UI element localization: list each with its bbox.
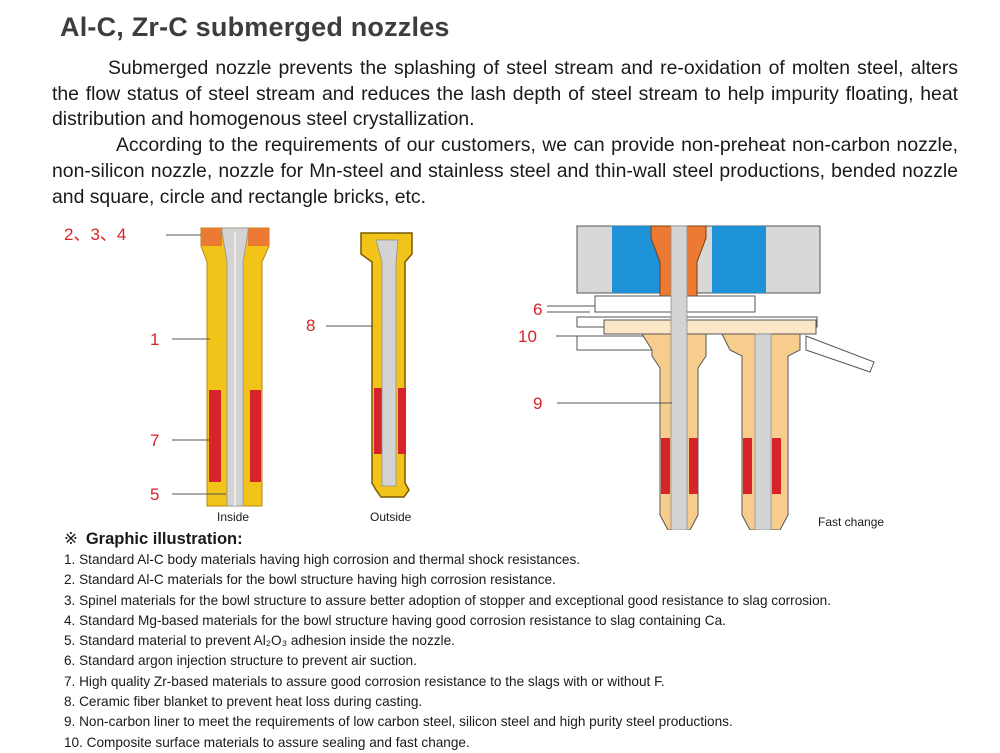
- legend-item: 2. Standard Al-C materials for the bowl …: [64, 572, 556, 588]
- label-5: 5: [150, 485, 159, 504]
- fast-change-assembly: [547, 225, 875, 530]
- legend-heading-text: Graphic illustration:: [85, 530, 243, 548]
- legend-item: 7. High quality Zr-based materials to as…: [64, 673, 665, 689]
- legend-item: 8. Ceramic fiber blanket to prevent heat…: [64, 694, 423, 710]
- legend-item: 9. Non-carbon liner to meet the requirem…: [64, 714, 733, 730]
- legend-item: 4. Standard Mg-based materials for the b…: [64, 612, 726, 628]
- nozzle-diagram: 2、3、4 1 7 5 Inside 8 Outside: [64, 225, 884, 530]
- intro-paragraph-2: According to the requirements of our cus…: [52, 134, 958, 208]
- label-6: 6: [533, 300, 542, 319]
- legend-item: 6. Standard argon injection structure to…: [64, 653, 417, 669]
- legend-list: 1. Standard Al-C body materials having h…: [64, 550, 984, 753]
- label-8: 8: [306, 316, 315, 335]
- intro-paragraph-1: Submerged nozzle prevents the splashing …: [52, 57, 958, 131]
- label-1: 1: [150, 330, 159, 349]
- inside-nozzle: [200, 227, 270, 507]
- label-2-3-4: 2、3、4: [64, 225, 126, 244]
- caption-outside: Outside: [370, 510, 412, 524]
- page-title: Al-C, Zr-C submerged nozzles: [60, 12, 450, 42]
- legend-heading: ※ Graphic illustration:: [64, 529, 984, 549]
- label-7: 7: [150, 431, 159, 450]
- legend-item: 1. Standard Al-C body materials having h…: [64, 552, 581, 567]
- legend-item: 3. Spinel materials for the bowl structu…: [64, 592, 831, 608]
- label-9: 9: [533, 394, 542, 413]
- caption-inside: Inside: [217, 510, 249, 524]
- legend-item: 10. Composite surface materials to assur…: [64, 734, 470, 750]
- outside-nozzle: [360, 232, 413, 498]
- intro-text: Submerged nozzle prevents the splashing …: [52, 56, 958, 210]
- legend-item: 5. Standard material to prevent Al₂O₃ ad…: [64, 633, 455, 649]
- reference-mark-icon: ※: [64, 530, 78, 548]
- caption-fast-change: Fast change: [818, 515, 884, 529]
- graphic-illustration-legend: ※ Graphic illustration: 1. Standard Al-C …: [64, 529, 984, 753]
- label-10: 10: [518, 327, 537, 346]
